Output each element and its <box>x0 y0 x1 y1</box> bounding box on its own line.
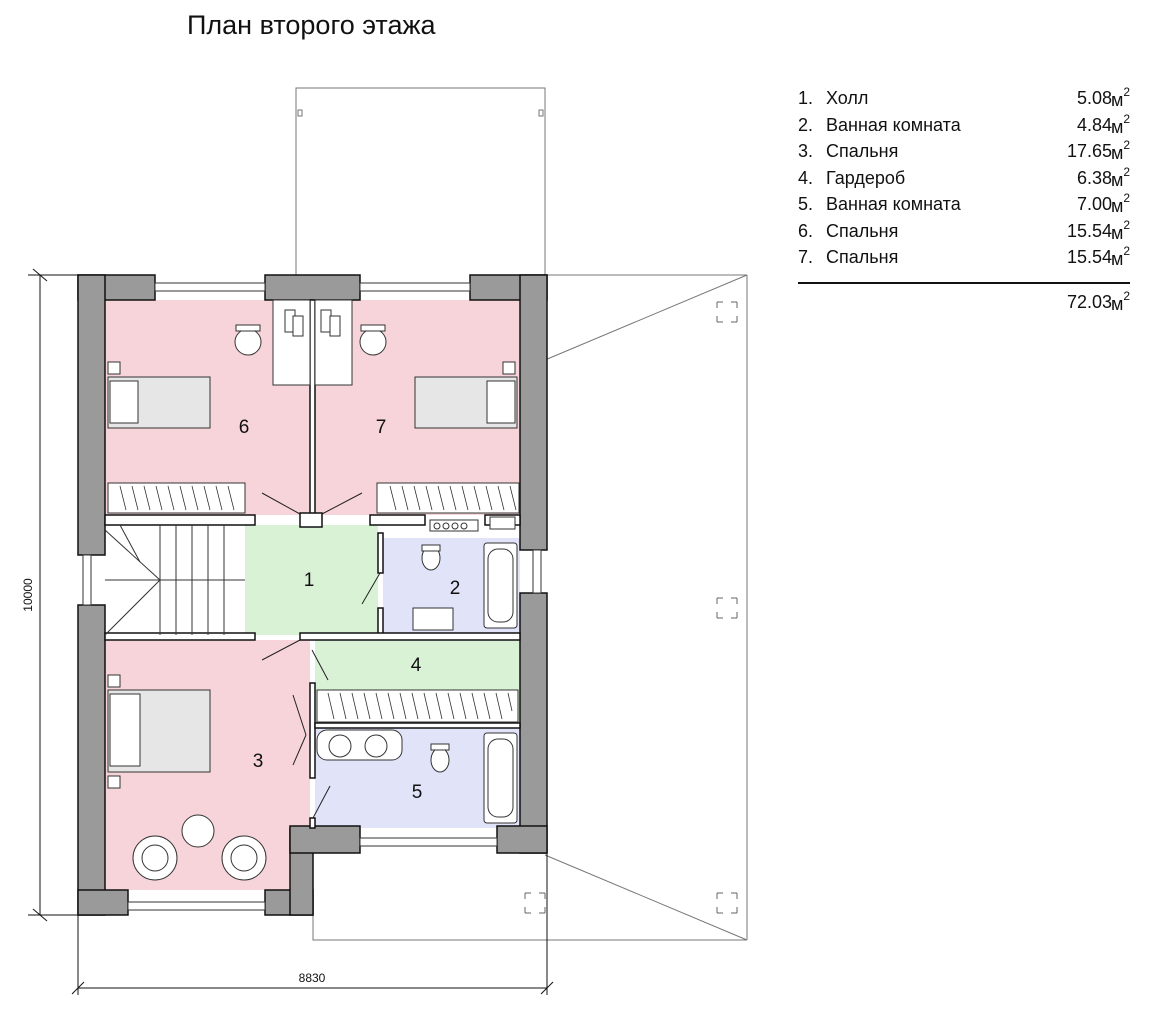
armchairs <box>132 814 267 881</box>
room-1-fill <box>245 525 378 635</box>
room-area: 4.84 <box>1076 114 1112 135</box>
room-label-3: 3 <box>253 751 264 772</box>
room-area: 15.54 <box>1066 247 1112 267</box>
room-area: 17.65 <box>1066 141 1112 161</box>
room-area-unit: м2 <box>1110 111 1130 137</box>
dimension-height: 10000 <box>21 578 35 612</box>
room-area: 6.38 <box>1076 167 1112 188</box>
legend-total: 72.03 м2 <box>798 288 1130 318</box>
dimension-width: 8830 <box>299 971 326 985</box>
dimension-lines <box>28 268 554 995</box>
closets <box>107 482 520 723</box>
page-title: План второго этажа <box>187 10 436 40</box>
room-name: Ванная комната <box>826 194 961 214</box>
room-area: 15.54 <box>1066 220 1112 241</box>
bath-fixtures <box>316 516 518 824</box>
room-number: 3. <box>798 141 814 161</box>
room-label-2: 2 <box>450 578 461 599</box>
room-number: 4. <box>798 167 814 188</box>
column-markers <box>524 301 738 914</box>
room-name: Холл <box>826 88 869 108</box>
room-label-5: 5 <box>412 782 423 803</box>
room-name: Гардероб <box>826 167 906 188</box>
room-label-6: 6 <box>239 417 250 438</box>
room-number: 7. <box>798 247 814 267</box>
room-area-unit: м2 <box>1110 164 1130 190</box>
legend-divider <box>798 281 1130 284</box>
room-area: 5.08 <box>1076 88 1112 108</box>
room-number: 2. <box>798 114 814 135</box>
total-area-value: 72.03 <box>1066 291 1112 312</box>
beds <box>107 361 518 789</box>
room-label-1: 1 <box>304 570 315 591</box>
total-area-unit: м2 <box>1110 288 1130 314</box>
windows <box>82 282 542 911</box>
desks <box>234 299 387 386</box>
room-name: Спальня <box>826 247 899 267</box>
room-labels: 1 2 3 4 5 6 7 <box>239 417 461 803</box>
room-area-unit: м2 <box>1110 85 1130 110</box>
room-label-4: 4 <box>411 655 422 676</box>
room-area-unit: м2 <box>1110 244 1130 269</box>
room-area: 7.00 <box>1076 194 1112 214</box>
walls <box>77 274 548 916</box>
room-label-7: 7 <box>376 417 387 438</box>
room-name: Спальня <box>826 220 899 241</box>
room-area-unit: м2 <box>1110 138 1130 163</box>
room-number: 5. <box>798 194 814 214</box>
room-name: Спальня <box>826 141 899 161</box>
room-area-unit: м2 <box>1110 217 1130 243</box>
room-name: Ванная комната <box>826 114 961 135</box>
room-area-unit: м2 <box>1110 191 1130 216</box>
staircase <box>104 524 245 636</box>
room-number: 6. <box>798 220 814 241</box>
door-swings <box>261 492 381 819</box>
room-number: 1. <box>798 88 814 108</box>
